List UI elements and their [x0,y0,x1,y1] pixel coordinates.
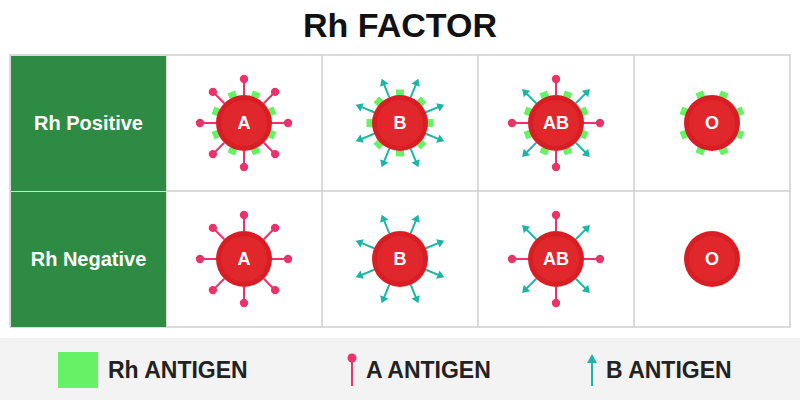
cell-body [216,95,272,151]
b-antigen-head [522,225,530,233]
a-antigen-head [284,255,292,263]
b-antigen-head [380,215,388,223]
a-antigen-head [209,88,217,96]
legend-label: Rh ANTIGEN [108,356,248,384]
legend-b-symbol [591,362,593,386]
blood-type-label: A [238,249,251,270]
b-antigen-head [436,239,444,247]
b-antigen-head [522,149,530,157]
legend-label: A ANTIGEN [366,356,491,384]
cell-center [533,236,579,282]
cell-center [689,236,735,282]
cell-center [221,100,267,146]
cell-body [372,95,428,151]
b-antigen-head [436,271,444,279]
a-antigen-head [284,119,292,127]
cell-body [684,95,740,151]
legend-a-symbol [351,360,353,386]
b-antigen-head [412,79,420,87]
b-antigen-head [380,79,388,87]
cell-center [689,100,735,146]
blood-type-label: O [705,113,719,134]
b-antigen-head [582,285,590,293]
blood-cell: O [683,230,741,288]
diagram-title: Rh FACTOR [0,6,800,45]
a-antigen-head [240,163,248,171]
a-antigen-head [271,150,279,158]
row-header: Rh Negative [11,192,166,327]
legend-b-symbol [587,354,597,363]
b-antigen-head [582,89,590,97]
blood-type-label: AB [543,113,569,134]
a-antigen-head [552,299,560,307]
a-antigen-head [552,75,560,83]
cell-body [528,231,584,287]
b-antigen-head [356,271,364,279]
row-header: Rh Positive [11,56,166,191]
legend-a-symbol [348,354,357,363]
a-antigen-head [271,286,279,294]
a-antigen-head [240,299,248,307]
legend-ground [0,338,800,400]
blood-cell: A [215,230,273,288]
a-antigen-head [552,163,560,171]
cell-body [372,231,428,287]
a-antigen-head [508,119,516,127]
blood-type-label: O [705,249,719,270]
b-antigen-head [522,285,530,293]
a-antigen-head [240,211,248,219]
a-antigen-head [596,255,604,263]
b-antigen-head [582,149,590,157]
b-antigen-head [412,159,420,167]
blood-type-label: AB [543,249,569,270]
b-antigen-head [356,239,364,247]
a-antigen-head [271,224,279,232]
cell-center [533,100,579,146]
cell-center [377,236,423,282]
blood-cell: A [215,94,273,152]
b-antigen-head [380,295,388,303]
row-label: Rh Positive [34,112,143,135]
blood-cell: B [371,230,429,288]
cell-body [216,231,272,287]
b-antigen-head [356,135,364,143]
a-antigen-head [209,224,217,232]
a-antigen-head [240,75,248,83]
cell-body [684,231,740,287]
a-antigen-head [196,119,204,127]
b-antigen-head [380,159,388,167]
blood-type-label: A [238,113,251,134]
a-antigen-head [508,255,516,263]
blood-cell: AB [527,230,585,288]
a-antigen-head [596,119,604,127]
a-antigen-head [209,150,217,158]
cell-body [528,95,584,151]
row-label: Rh Negative [31,248,147,271]
a-antigen-head [196,255,204,263]
b-antigen-head [436,135,444,143]
b-antigen-head [412,295,420,303]
b-antigen-head [356,103,364,111]
blood-type-label: B [394,249,407,270]
legend-label: B ANTIGEN [606,356,732,384]
blood-cell: O [683,94,741,152]
blood-cell: AB [527,94,585,152]
a-antigen-head [552,211,560,219]
blood-cell: B [371,94,429,152]
b-antigen-head [522,89,530,97]
b-antigen-head [582,225,590,233]
cell-center [221,236,267,282]
a-antigen-head [271,88,279,96]
a-antigen-head [209,286,217,294]
table-frame [10,55,790,327]
b-antigen-head [436,103,444,111]
cell-center [377,100,423,146]
b-antigen-head [412,215,420,223]
legend-swatch [58,352,98,388]
blood-type-label: B [394,113,407,134]
